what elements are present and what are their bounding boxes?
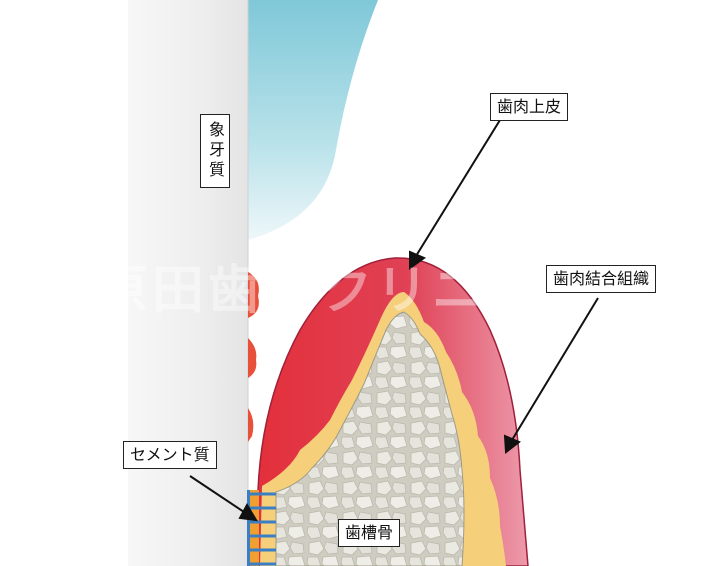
gum-fiber-spot [248, 272, 259, 318]
gum-fiber-spot [248, 408, 253, 442]
arrow-connective-tissue [512, 298, 598, 440]
arrow-epithelium [416, 120, 500, 256]
label-cementum: セメント質 [123, 441, 217, 469]
label-dentin: 象牙質 [200, 114, 230, 188]
label-gingival-epithelium: 歯肉上皮 [490, 93, 568, 121]
gum-fiber-spot [248, 338, 256, 378]
crown-enamel [248, 0, 378, 240]
label-gingival-connective-tissue: 歯肉結合組織 [546, 265, 656, 293]
label-alveolar-bone: 歯槽骨 [338, 519, 400, 547]
dentin-root [128, 0, 248, 566]
